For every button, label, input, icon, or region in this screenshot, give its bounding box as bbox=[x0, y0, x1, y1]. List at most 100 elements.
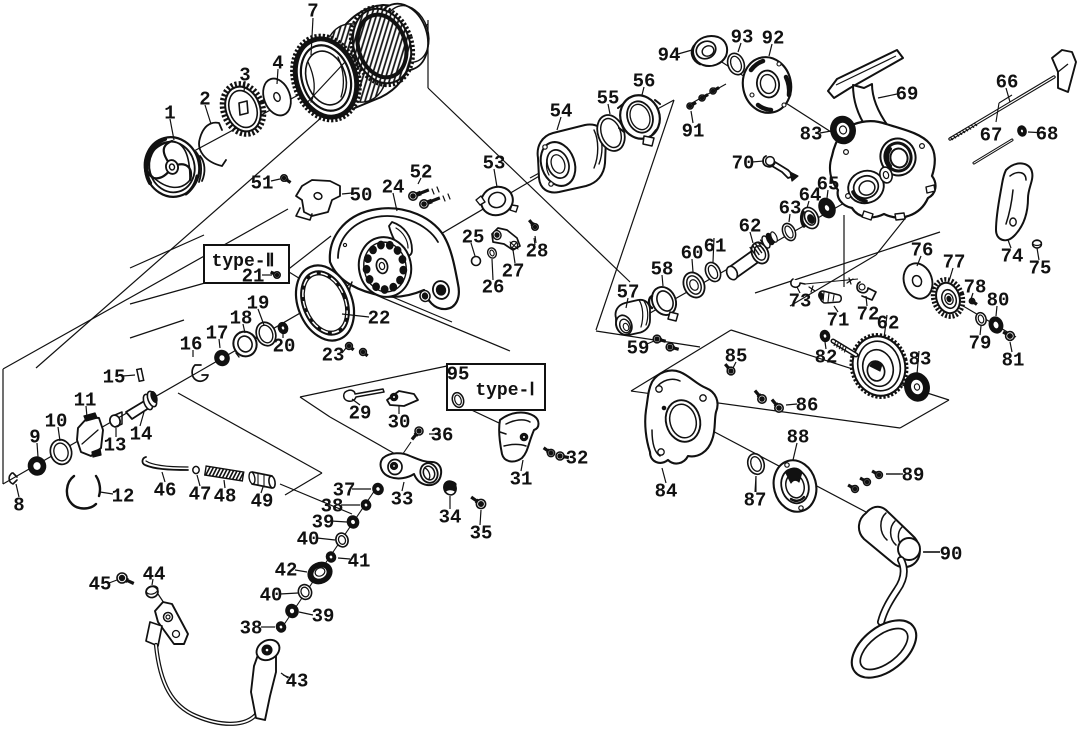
svg-text:89: 89 bbox=[902, 464, 925, 486]
svg-text:83: 83 bbox=[800, 123, 823, 145]
svg-text:40: 40 bbox=[260, 584, 283, 606]
svg-text:8: 8 bbox=[13, 494, 24, 516]
svg-text:83: 83 bbox=[909, 348, 932, 370]
svg-text:26: 26 bbox=[482, 276, 505, 298]
svg-text:86: 86 bbox=[796, 394, 819, 416]
svg-text:28: 28 bbox=[526, 240, 549, 262]
svg-text:62: 62 bbox=[739, 215, 762, 237]
svg-text:81: 81 bbox=[1002, 349, 1025, 371]
svg-text:41: 41 bbox=[348, 550, 371, 572]
svg-text:47: 47 bbox=[189, 483, 212, 505]
svg-text:72: 72 bbox=[857, 303, 880, 325]
svg-text:39: 39 bbox=[312, 605, 335, 627]
svg-text:43: 43 bbox=[286, 670, 309, 692]
svg-text:66: 66 bbox=[996, 71, 1019, 93]
svg-text:type-Ⅱ: type-Ⅱ bbox=[212, 252, 275, 272]
svg-text:64: 64 bbox=[799, 184, 822, 206]
svg-text:34: 34 bbox=[439, 506, 462, 528]
svg-text:42: 42 bbox=[275, 559, 298, 581]
svg-text:62: 62 bbox=[877, 312, 900, 334]
svg-text:14: 14 bbox=[130, 423, 153, 445]
svg-text:49: 49 bbox=[251, 490, 274, 512]
svg-text:1: 1 bbox=[164, 102, 175, 124]
svg-text:15: 15 bbox=[103, 366, 126, 388]
svg-text:60: 60 bbox=[681, 242, 704, 264]
svg-text:54: 54 bbox=[550, 100, 573, 122]
svg-text:78: 78 bbox=[964, 276, 987, 298]
svg-text:4: 4 bbox=[272, 52, 283, 74]
svg-text:38: 38 bbox=[321, 495, 344, 517]
svg-text:67: 67 bbox=[980, 124, 1003, 146]
svg-text:20: 20 bbox=[273, 335, 296, 357]
svg-text:74: 74 bbox=[1001, 245, 1024, 267]
svg-text:36: 36 bbox=[431, 424, 454, 446]
svg-text:90: 90 bbox=[940, 543, 963, 565]
svg-text:70: 70 bbox=[732, 152, 755, 174]
svg-text:11: 11 bbox=[74, 389, 97, 411]
svg-text:type-Ⅰ: type-Ⅰ bbox=[475, 381, 534, 401]
svg-text:84: 84 bbox=[655, 480, 678, 502]
svg-text:3: 3 bbox=[239, 64, 250, 86]
svg-text:19: 19 bbox=[247, 292, 270, 314]
svg-text:59: 59 bbox=[627, 337, 650, 359]
svg-text:65: 65 bbox=[817, 173, 840, 195]
svg-text:95: 95 bbox=[447, 363, 470, 385]
svg-text:76: 76 bbox=[911, 239, 934, 261]
svg-text:58: 58 bbox=[651, 258, 674, 280]
svg-text:33: 33 bbox=[391, 488, 414, 510]
svg-text:69: 69 bbox=[896, 83, 919, 105]
svg-text:31: 31 bbox=[510, 468, 533, 490]
svg-text:40: 40 bbox=[297, 528, 320, 550]
svg-text:24: 24 bbox=[382, 176, 405, 198]
svg-text:17: 17 bbox=[206, 322, 229, 344]
svg-text:94: 94 bbox=[658, 44, 681, 66]
svg-text:16: 16 bbox=[180, 333, 203, 355]
svg-text:50: 50 bbox=[350, 184, 373, 206]
svg-text:73: 73 bbox=[789, 290, 812, 312]
svg-text:88: 88 bbox=[787, 426, 810, 448]
svg-text:51: 51 bbox=[251, 172, 274, 194]
svg-text:21: 21 bbox=[242, 265, 265, 287]
svg-text:71: 71 bbox=[827, 309, 850, 331]
svg-text:46: 46 bbox=[154, 479, 177, 501]
svg-text:22: 22 bbox=[368, 307, 391, 329]
svg-text:79: 79 bbox=[969, 332, 992, 354]
svg-text:10: 10 bbox=[45, 410, 68, 432]
svg-text:92: 92 bbox=[762, 27, 785, 49]
svg-text:52: 52 bbox=[410, 161, 433, 183]
svg-text:61: 61 bbox=[704, 235, 727, 257]
svg-text:85: 85 bbox=[725, 345, 748, 367]
svg-text:56: 56 bbox=[633, 70, 656, 92]
svg-text:38: 38 bbox=[240, 617, 263, 639]
svg-text:29: 29 bbox=[349, 402, 372, 424]
svg-text:57: 57 bbox=[617, 281, 640, 303]
svg-text:80: 80 bbox=[987, 289, 1010, 311]
svg-text:87: 87 bbox=[744, 489, 767, 511]
svg-text:13: 13 bbox=[104, 434, 127, 456]
svg-text:48: 48 bbox=[214, 485, 237, 507]
svg-text:27: 27 bbox=[502, 260, 525, 282]
svg-text:39: 39 bbox=[312, 511, 335, 533]
svg-text:32: 32 bbox=[566, 447, 589, 469]
svg-text:93: 93 bbox=[731, 26, 754, 48]
svg-text:75: 75 bbox=[1029, 257, 1052, 279]
svg-text:35: 35 bbox=[470, 522, 493, 544]
svg-text:7: 7 bbox=[307, 0, 318, 22]
svg-text:45: 45 bbox=[89, 573, 112, 595]
svg-text:37: 37 bbox=[333, 479, 356, 501]
svg-text:63: 63 bbox=[779, 197, 802, 219]
svg-text:68: 68 bbox=[1036, 123, 1059, 145]
svg-text:30: 30 bbox=[388, 411, 411, 433]
svg-text:77: 77 bbox=[943, 251, 966, 273]
svg-text:53: 53 bbox=[483, 152, 506, 174]
svg-text:12: 12 bbox=[112, 485, 135, 507]
svg-text:2: 2 bbox=[199, 88, 210, 110]
svg-text:91: 91 bbox=[682, 120, 705, 142]
svg-text:55: 55 bbox=[597, 87, 620, 109]
svg-text:25: 25 bbox=[462, 226, 485, 248]
svg-text:23: 23 bbox=[322, 344, 345, 366]
svg-text:9: 9 bbox=[29, 426, 40, 448]
svg-text:18: 18 bbox=[230, 307, 253, 329]
svg-text:44: 44 bbox=[143, 563, 166, 585]
svg-text:82: 82 bbox=[815, 346, 838, 368]
